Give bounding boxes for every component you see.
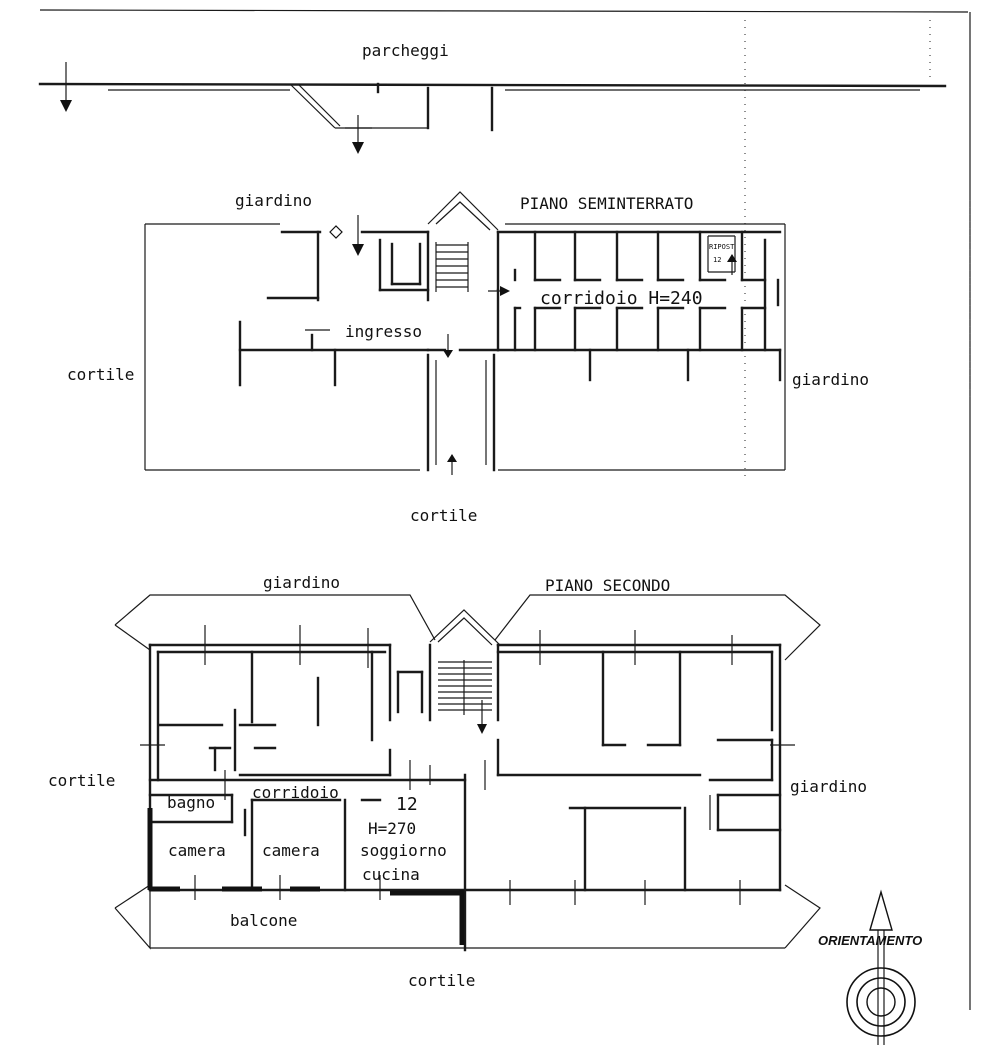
second-floor-courtyard-left-label: cortile [48, 771, 115, 790]
storage-label-line1: RIPOST [709, 243, 735, 251]
basement-corridor-label: corridoio H=240 [540, 288, 703, 309]
kitchen-label: cucina [362, 865, 420, 884]
orientation-label: ORIENTAMENTO [818, 933, 922, 948]
second-floor-courtyard-bottom-label: cortile [408, 971, 475, 990]
corridor-label: corridoio [252, 783, 339, 802]
parking-label: parcheggi [362, 41, 449, 60]
second-floor-plan [114, 594, 821, 952]
basement-garden-right-label: giardino [792, 370, 869, 389]
second-floor-stairs [438, 660, 492, 715]
second-floor-garden-right-label: giardino [790, 777, 867, 796]
living-room-label: soggiorno [360, 841, 447, 860]
basement-courtyard-bottom-label: cortile [410, 506, 477, 525]
bedroom-1-label: camera [168, 841, 226, 860]
second-floor-garden-top-label: giardino [263, 573, 340, 592]
parking-area [38, 62, 947, 154]
basement-storage-top [513, 230, 767, 282]
basement-garden-top-label: giardino [235, 191, 312, 210]
unit-number-label: 12 [396, 794, 418, 815]
basement-plan [144, 191, 786, 475]
second-floor-title: PIANO SECONDO [545, 576, 670, 595]
basement-storage-bottom [513, 238, 780, 352]
balcony-label: balcone [230, 911, 297, 930]
bedroom-2-label: camera [262, 841, 320, 860]
basement-courtyard-left-label: cortile [67, 365, 134, 384]
storage-label-line2: 12 [713, 256, 721, 264]
page-frame [39, 9, 971, 1010]
compass-icon [846, 889, 916, 1045]
height-label: H=270 [368, 819, 416, 838]
bathroom-label: bagno [167, 793, 215, 812]
basement-title: PIANO SEMINTERRATO [520, 194, 693, 213]
basement-stairs [435, 242, 469, 292]
basement-entrance-label: ingresso [345, 322, 422, 341]
